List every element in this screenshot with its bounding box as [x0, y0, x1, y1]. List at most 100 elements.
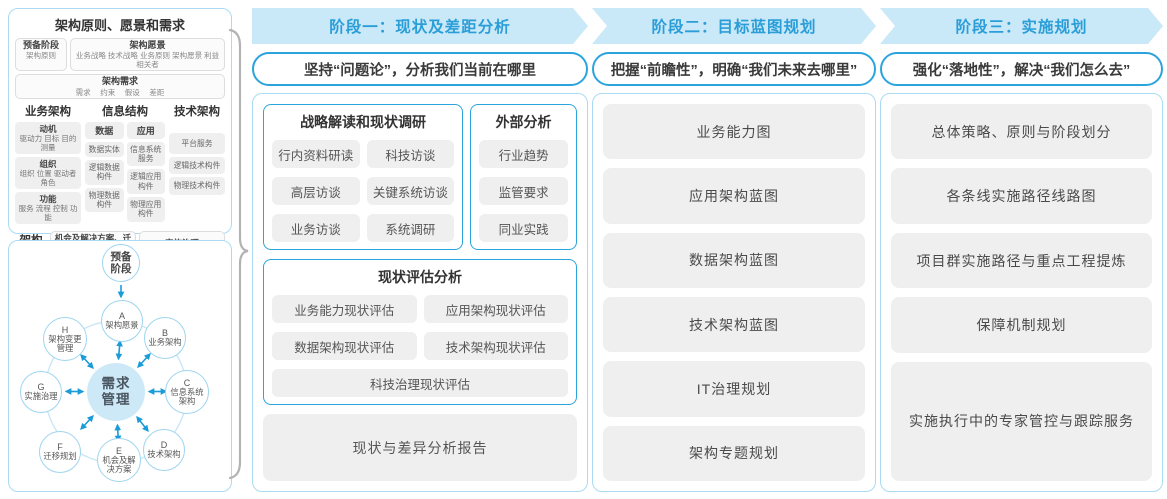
- phase-1-subtitle: 坚持“问题论”，分析我们当前在哪里: [252, 52, 588, 86]
- technical-item: 平台服务: [169, 132, 225, 154]
- vision-title: 架构愿景: [129, 40, 166, 50]
- phase-2-subtitle: 把握“前瞻性”，明确“我们未来去哪里”: [592, 52, 876, 86]
- phase-a-circle: A 架构愿景: [101, 300, 143, 342]
- list-item: 系统调研: [366, 214, 455, 242]
- architecture-columns: 业务架构 动机 驱动力 目标 目的 测量 组织 组织 位置 驱动者 角色 功能 …: [15, 102, 225, 228]
- list-item: 技术架构蓝图: [603, 296, 865, 353]
- prep-phase-title: 预备阶段: [22, 40, 59, 50]
- curly-brace: [228, 28, 249, 480]
- external-analysis-grid: 行业趋势 监管要求 同业实践: [479, 140, 568, 242]
- architecture-requirements-box: 架构需求 需求 约束 假设 差距: [15, 74, 225, 99]
- current-state-assessment-box: 现状评估分析 业务能力现状评估 应用架构现状评估 数据架构现状评估 技术架构现状…: [263, 259, 577, 405]
- phase-h-circle: H 架构变更管理: [43, 317, 87, 361]
- information-structure-header: 信息结构: [102, 105, 148, 118]
- center-d-arrow: [136, 415, 149, 433]
- vision-sub: 业务战略 技术战略 业务原则 架构愿景 利益相关者: [75, 51, 220, 70]
- assessment-grid: 业务能力现状评估 应用架构现状评估 数据架构现状评估 技术架构现状评估 科技治理…: [272, 295, 568, 397]
- phase-2-content: 业务能力图 应用架构蓝图 数据架构蓝图 技术架构蓝图 IT治理规划 架构专题规划: [592, 93, 876, 492]
- technical-architecture-header: 技术架构: [174, 105, 220, 118]
- phase-g-circle: G 实施治理: [20, 371, 62, 413]
- phases-area: 阶段一：现状及差距分析 坚持“问题论”，分析我们当前在哪里 战略解读和现状调研 …: [252, 8, 1163, 492]
- business-architecture-column: 业务架构 动机 驱动力 目标 目的 测量 组织 组织 位置 驱动者 角色 功能 …: [15, 102, 81, 228]
- motivation-box: 动机 驱动力 目标 目的 测量: [15, 121, 81, 154]
- list-item: 行内资料研读: [272, 140, 360, 168]
- list-item: 总体策略、原则与阶段划分: [891, 104, 1152, 160]
- technical-architecture-column: 技术架构 平台服务 逻辑技术构件 物理技术构件: [169, 102, 225, 198]
- list-item: 同业实践: [479, 214, 568, 242]
- strategy-research-grid: 行内资料研读 科技访谈 高层访谈 关键系统访谈 业务访谈 系统调研: [272, 140, 455, 242]
- business-architecture-header: 业务架构: [25, 105, 71, 118]
- adm-diagram: 预备阶段 A 架构愿景 B 业务架构 H 架构变更管理 G 实施治理 C 信息系…: [9, 241, 231, 491]
- information-structure-column: 信息结构 数据 数据实体 逻辑数据构件 物理数据构件 应用 信息系统服务 逻辑应…: [85, 102, 165, 225]
- prep-circle-label: 预备阶段: [110, 250, 132, 275]
- technical-item: 逻辑技术构件: [169, 156, 225, 175]
- organization-title: 组织: [39, 158, 57, 169]
- adm-cycle-panel: 预备阶段 A 架构愿景 B 业务架构 H 架构变更管理 G 实施治理 C 信息系…: [8, 240, 232, 492]
- data-header: 数据: [85, 121, 124, 139]
- prep-phase-sub: 架构原则: [26, 51, 56, 61]
- phase-c-circle: C 信息系统架构: [165, 370, 209, 414]
- application-item: 逻辑应用构件: [126, 169, 165, 194]
- phase-2-column: 阶段二：目标蓝图规划 把握“前瞻性”，明确“我们未来去哪里” 业务能力图 应用架…: [592, 8, 876, 492]
- application-item: 物理应用构件: [126, 196, 165, 222]
- prep-phase-circle: 预备阶段: [102, 244, 140, 282]
- technical-item: 物理技术构件: [169, 177, 225, 195]
- requirements-title: 架构需求: [101, 76, 138, 87]
- list-item: 实施执行中的专家管控与跟踪服务: [891, 361, 1152, 482]
- application-header: 应用: [126, 121, 165, 139]
- requirements-management-circle: 需求管理: [87, 363, 145, 421]
- phase-1-top-row: 战略解读和现状调研 行内资料研读 科技访谈 高层访谈 关键系统访谈 业务访谈 系…: [263, 104, 577, 250]
- phase-f-circle: F 迁移规划: [39, 431, 81, 473]
- list-item: 高层访谈: [272, 177, 360, 205]
- center-a-arrow: [115, 339, 123, 361]
- phase-3-content: 总体策略、原则与阶段划分 各条线实施路径线路图 项目群实施路径与重点工程提炼 保…: [880, 93, 1163, 492]
- center-h-arrow: [80, 354, 94, 369]
- list-item: 保障机制规划: [891, 297, 1152, 353]
- data-item: 物理数据构件: [85, 187, 124, 213]
- list-item: 项目群实施路径与重点工程提炼: [891, 232, 1152, 289]
- list-item: 业务能力图: [603, 104, 865, 160]
- phase-2-stack: 业务能力图 应用架构蓝图 数据架构蓝图 技术架构蓝图 IT治理规划 架构专题规划: [603, 104, 865, 481]
- center-f-arrow: [80, 415, 94, 430]
- function-title: 功能: [39, 193, 57, 204]
- list-item: IT治理规划: [603, 361, 865, 417]
- phase-2-banner: 阶段二：目标蓝图规划: [592, 8, 876, 44]
- panel-title: 架构原则、愿景和需求: [54, 18, 185, 33]
- list-item: 技术架构现状评估: [423, 332, 568, 360]
- strategy-research-box: 战略解读和现状调研 行内资料研读 科技访谈 高层访谈 关键系统访谈 业务访谈 系…: [263, 104, 464, 250]
- external-analysis-title: 外部分析: [495, 114, 552, 130]
- requirements-management-label: 需求管理: [101, 375, 131, 407]
- motivation-sub: 驱动力 目标 目的 测量: [19, 133, 77, 152]
- organization-box: 组织 组织 位置 驱动者 角色: [15, 156, 81, 189]
- center-b-arrow: [137, 353, 151, 368]
- list-item: 应用架构蓝图: [603, 168, 865, 224]
- prep-phase-box: 预备阶段 架构原则: [15, 38, 67, 72]
- architecture-vision-box: 架构愿景 业务战略 技术战略 业务原则 架构愿景 利益相关者: [70, 38, 225, 72]
- list-item: 应用架构现状评估: [423, 295, 568, 323]
- list-item: 各条线实施路径线路图: [891, 168, 1152, 224]
- requirements-row: 架构需求 需求 约束 假设 差距: [15, 74, 225, 99]
- phase-3-subtitle: 强化“落地性”，解决“我们怎么去”: [880, 52, 1163, 86]
- list-item: 科技访谈: [366, 140, 455, 168]
- phase-3-banner: 阶段三：实施规划: [880, 8, 1163, 44]
- list-item: 科技治理现状评估: [272, 369, 568, 397]
- architecture-principles-panel: 架构原则、愿景和需求 预备阶段 架构原则 架构愿景 业务战略 技术战略 业务原则…: [8, 8, 232, 266]
- data-subcolumn: 数据 数据实体 逻辑数据构件 物理数据构件: [85, 121, 124, 225]
- phase-1-banner: 阶段一：现状及差距分析: [252, 8, 588, 44]
- function-box: 功能 服务 流程 控制 功能: [15, 191, 81, 225]
- phase-3-stack: 总体策略、原则与阶段划分 各条线实施路径线路图 项目群实施路径与重点工程提炼 保…: [891, 104, 1152, 482]
- application-item: 信息系统服务: [126, 141, 165, 167]
- phase-1-content: 战略解读和现状调研 行内资料研读 科技访谈 高层访谈 关键系统访谈 业务访谈 系…: [252, 93, 588, 492]
- information-subcolumns: 数据 数据实体 逻辑数据构件 物理数据构件 应用 信息系统服务 逻辑应用构件 物…: [85, 121, 165, 225]
- function-sub: 服务 流程 控制 功能: [18, 204, 78, 223]
- phase-b-circle: B 业务架构: [144, 317, 186, 359]
- prep-vision-row: 预备阶段 架构原则 架构愿景 业务战略 技术战略 业务原则 架构愿景 利益相关者: [15, 38, 225, 72]
- requirements-sub: 需求 约束 假设 差距: [75, 87, 165, 97]
- external-analysis-box: 外部分析 行业趋势 监管要求 同业实践: [470, 104, 577, 250]
- list-item: 数据架构现状评估: [272, 332, 417, 360]
- list-item: 业务访谈: [272, 214, 360, 242]
- list-item: 行业趋势: [479, 140, 568, 168]
- phase-3-column: 阶段三：实施规划 强化“落地性”，解决“我们怎么去” 总体策略、原则与阶段划分 …: [880, 8, 1163, 492]
- phase-1-column: 阶段一：现状及差距分析 坚持“问题论”，分析我们当前在哪里 战略解读和现状调研 …: [252, 8, 588, 492]
- list-item: 业务能力现状评估: [272, 295, 417, 323]
